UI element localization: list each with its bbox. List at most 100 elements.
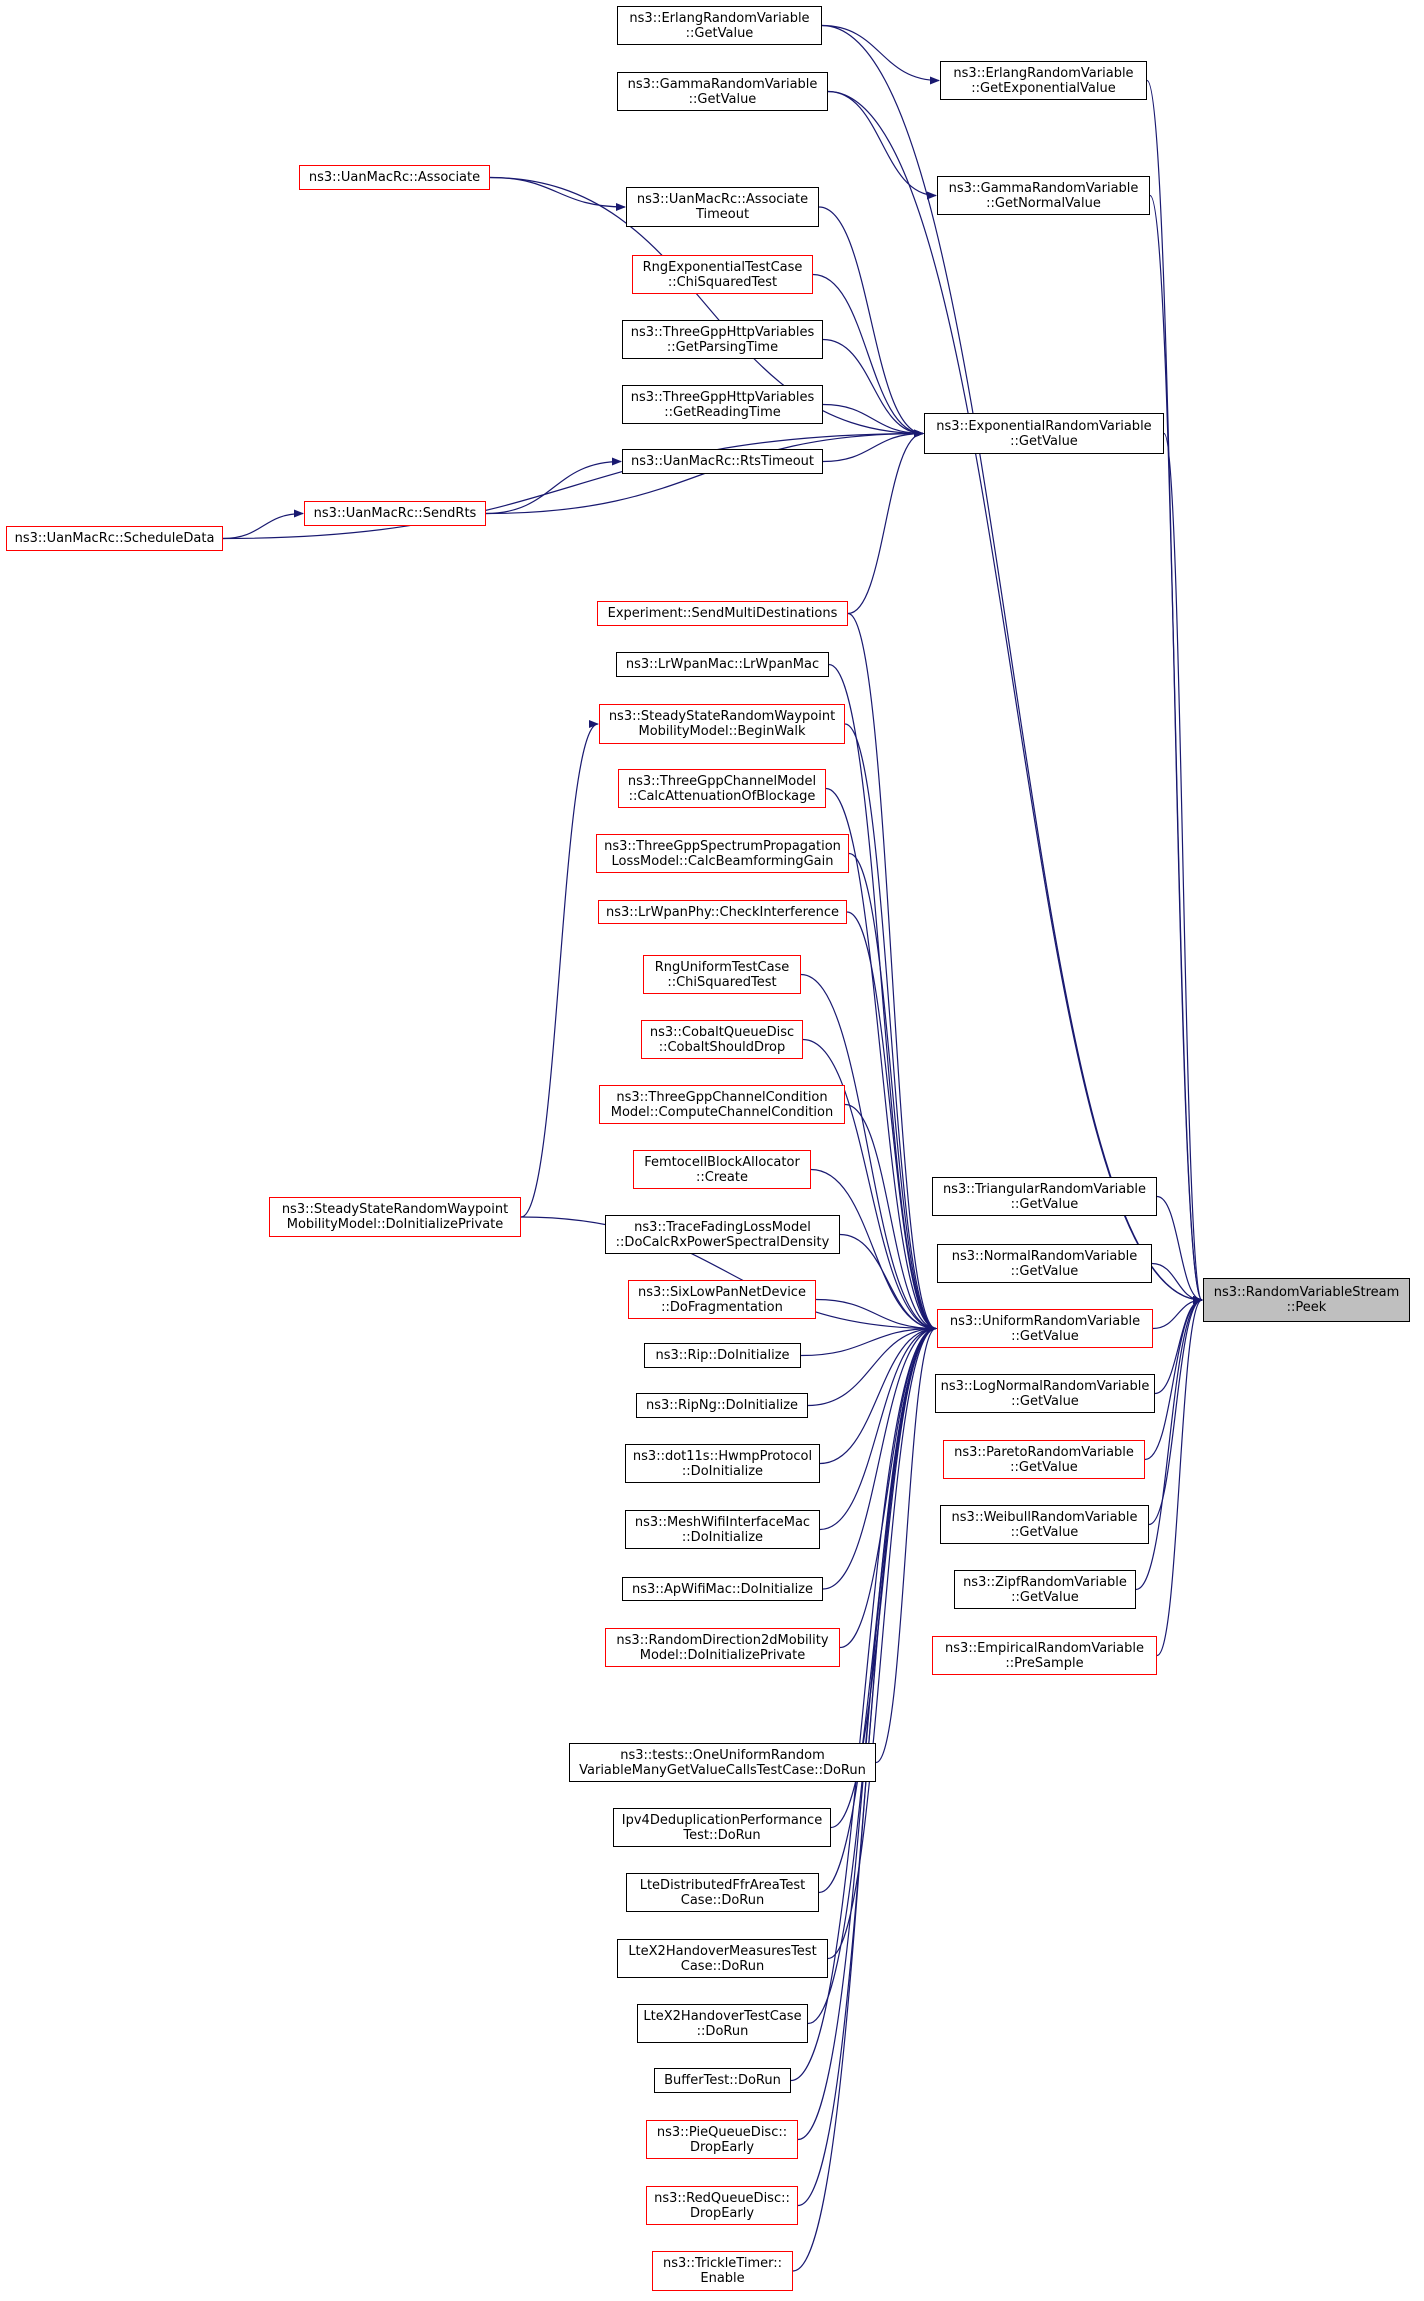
node-erlang-getvalue[interactable]: ns3::ErlangRandomVariable::GetValue	[617, 6, 822, 45]
node-gamma-getvalue[interactable]: ns3::GammaRandomVariable::GetValue	[617, 72, 828, 111]
node-label-line: DropEarly	[689, 2205, 755, 2221]
edge-sixlowpan-dofrag-to-uniform-getvalue	[815, 1298, 937, 1333]
edge-gamma-getvalue-to-gamma-getnormal	[827, 90, 937, 200]
node-tracefading[interactable]: ns3::TraceFadingLossModel::DoCalcRxPower…	[605, 1215, 840, 1254]
node-label-line: ns3::CobaltQueueDisc	[649, 1024, 795, 1040]
node-rip-doinit[interactable]: ns3::Rip::DoInitialize	[644, 1343, 801, 1368]
node-label-line: Model::DoInitializePrivate	[639, 1647, 806, 1663]
node-label-line: RngExponentialTestCase	[642, 259, 803, 275]
node-lrwpanmac[interactable]: ns3::LrWpanMac::LrWpanMac	[616, 652, 829, 677]
node-uanmac-sendrts[interactable]: ns3::UanMacRc::SendRts	[304, 501, 486, 526]
edge-uanmac-assoc-timeout-to-exp-getvalue	[818, 206, 924, 438]
node-dot11s-hwmp[interactable]: ns3::dot11s::HwmpProtocol::DoInitialize	[625, 1444, 820, 1483]
node-uniform-getvalue[interactable]: ns3::UniformRandomVariable::GetValue	[937, 1309, 1153, 1348]
node-pareto-getvalue[interactable]: ns3::ParetoRandomVariable::GetValue	[943, 1440, 1145, 1479]
node-piequeue-dropearly[interactable]: ns3::PieQueueDisc::DropEarly	[646, 2120, 798, 2159]
edge-meshwifi-doinit-to-uniform-getvalue	[819, 1324, 937, 1531]
node-label-line: ns3::PieQueueDisc::	[656, 2124, 788, 2140]
edge-tgpp-calcbeam-to-uniform-getvalue	[848, 852, 937, 1333]
node-label-line: ns3::UniformRandomVariable	[949, 1313, 1141, 1329]
node-femtocell-create[interactable]: FemtocellBlockAllocator::Create	[633, 1150, 811, 1189]
node-experiment-sendmulti[interactable]: Experiment::SendMultiDestinations	[597, 601, 848, 626]
node-label-line: Experiment::SendMultiDestinations	[607, 606, 838, 621]
edge-cobalt-shoulddrop-to-uniform-getvalue	[802, 1038, 937, 1333]
node-label-line: ::GetValue	[1011, 1328, 1079, 1344]
node-label-line: ::PreSample	[1005, 1655, 1084, 1671]
node-apwifi-doinit[interactable]: ns3::ApWifiMac::DoInitialize	[622, 1577, 823, 1601]
node-label-line: ::GetValue	[1010, 1524, 1079, 1540]
edge-exp-getvalue-to-peek	[1163, 432, 1203, 1304]
node-lognormal-getvalue[interactable]: ns3::LogNormalRandomVariable::GetValue	[935, 1374, 1155, 1413]
edge-weibull-getvalue-to-peek	[1148, 1296, 1203, 1526]
node-ltex2handover[interactable]: LteX2HandoverTestCase::DoRun	[637, 2004, 808, 2043]
node-label-line: ns3::ThreeGppChannelCondition	[616, 1089, 828, 1105]
node-uanmac-rtstimeout[interactable]: ns3::UanMacRc::RtsTimeout	[622, 449, 823, 474]
edge-tgpp-calcatten-to-uniform-getvalue	[825, 787, 937, 1333]
node-label-line: ns3::ThreeGppHttpVariables	[630, 389, 815, 405]
node-label-line: ns3::NormalRandomVariable	[951, 1248, 1138, 1264]
edge-gamma-getnormal-to-peek	[1149, 194, 1203, 1304]
node-tri-getvalue[interactable]: ns3::TriangularRandomVariable::GetValue	[932, 1177, 1157, 1216]
node-label-line: ns3::SixLowPanNetDevice	[638, 1284, 806, 1300]
node-label-line: ns3::ErlangRandomVariable	[953, 65, 1134, 81]
node-redqueue-dropearly[interactable]: ns3::RedQueueDisc::DropEarly	[646, 2186, 798, 2225]
node-label-line: ::ChiSquaredTest	[667, 974, 777, 990]
node-label-line: ns3::LrWpanPhy::CheckInterference	[605, 904, 840, 920]
node-threegpp-parsing[interactable]: ns3::ThreeGppHttpVariables::GetParsingTi…	[622, 320, 823, 359]
node-threegpp-reading[interactable]: ns3::ThreeGppHttpVariables::GetReadingTi…	[622, 385, 823, 424]
node-sixlowpan-dofrag[interactable]: ns3::SixLowPanNetDevice::DoFragmentation	[628, 1280, 816, 1319]
edge-rip-doinit-to-uniform-getvalue	[800, 1324, 937, 1357]
node-label-line: ns3::UanMacRc::Associate	[636, 192, 809, 207]
node-label-line: Ipv4DeduplicationPerformance	[621, 1812, 823, 1828]
node-rnguniform-chisq[interactable]: RngUniformTestCase::ChiSquaredTest	[643, 955, 801, 994]
edge-lrwpanmac-to-uniform-getvalue	[828, 663, 937, 1333]
node-meshwifi-doinit[interactable]: ns3::MeshWifiInterfaceMac::DoInitialize	[625, 1510, 820, 1549]
node-label-line: ::ChiSquaredTest	[667, 274, 778, 290]
edge-erlang-getvalue-to-peek	[821, 24, 1203, 1304]
node-label-line: ::GetValue	[685, 25, 754, 41]
node-erlang-getexp[interactable]: ns3::ErlangRandomVariable::GetExponentia…	[940, 61, 1147, 100]
node-label-line: ::DoInitialize	[681, 1463, 764, 1479]
node-trickletimer-enable[interactable]: ns3::TrickleTimer::Enable	[652, 2251, 793, 2291]
edge-gamma-getvalue-to-peek	[827, 90, 1203, 1304]
node-cobalt-shoulddrop[interactable]: ns3::CobaltQueueDisc::CobaltShouldDrop	[641, 1020, 803, 1059]
node-rngexp-chisq[interactable]: RngExponentialTestCase::ChiSquaredTest	[632, 255, 813, 294]
node-label-line: ns3::UanMacRc::Associate	[308, 170, 481, 185]
node-label-line: ns3::SteadyStateRandomWaypoint	[608, 709, 836, 724]
node-label-line: ::GetValue	[688, 91, 757, 107]
node-exp-getvalue[interactable]: ns3::ExponentialRandomVariable::GetValue	[924, 413, 1164, 454]
node-zipf-getvalue[interactable]: ns3::ZipfRandomVariable::GetValue	[954, 1570, 1136, 1609]
node-weibull-getvalue[interactable]: ns3::WeibullRandomVariable::GetValue	[940, 1505, 1149, 1544]
node-normal-getvalue[interactable]: ns3::NormalRandomVariable::GetValue	[937, 1244, 1152, 1283]
node-lrwpanphy-checkint[interactable]: ns3::LrWpanPhy::CheckInterference	[598, 900, 847, 924]
node-ripng-doinit[interactable]: ns3::RipNg::DoInitialize	[636, 1393, 808, 1418]
edge-rngexp-chisq-to-exp-getvalue	[812, 273, 924, 438]
node-tgpp-calcatten[interactable]: ns3::ThreeGppChannelModel::CalcAttenuati…	[618, 769, 826, 808]
node-gamma-getnormal[interactable]: ns3::GammaRandomVariable::GetNormalValue	[937, 176, 1150, 215]
node-uanmac-scheduledata[interactable]: ns3::UanMacRc::ScheduleData	[6, 526, 223, 551]
edge-rnguniform-chisq-to-uniform-getvalue	[800, 973, 937, 1333]
node-buffertest[interactable]: BufferTest::DoRun	[654, 2068, 791, 2093]
edge-apwifi-doinit-to-uniform-getvalue	[822, 1324, 937, 1590]
edge-uanmac-rtstimeout-to-exp-getvalue	[822, 429, 924, 463]
edge-tri-getvalue-to-peek	[1156, 1195, 1203, 1304]
node-label-line: ns3::ThreeGppChannelModel	[627, 773, 817, 789]
node-uanmac-associate[interactable]: ns3::UanMacRc::Associate	[299, 165, 490, 190]
node-label-line: ns3::UanMacRc::RtsTimeout	[630, 454, 815, 469]
node-label-line: ns3::GammaRandomVariable	[948, 180, 1139, 196]
node-label-line: LossModel::CalcBeamformingGain	[611, 853, 834, 869]
node-empirical-presample[interactable]: ns3::EmpiricalRandomVariable::PreSample	[932, 1636, 1157, 1675]
node-label-line: ns3::ExponentialRandomVariable	[936, 418, 1152, 434]
